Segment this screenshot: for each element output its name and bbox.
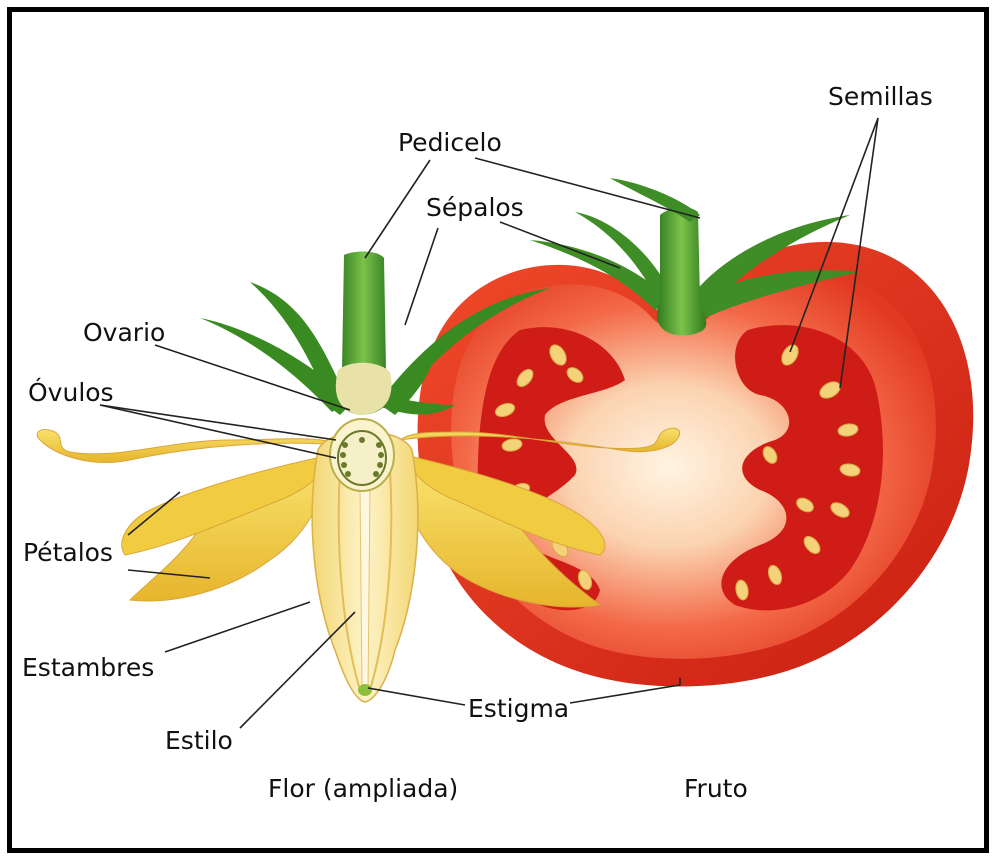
tomato-pedicel [657, 207, 706, 335]
label-estambres: Estambres [22, 655, 154, 680]
tomato-stem-tip [610, 178, 700, 222]
caption-flower: Flor (ampliada) [268, 776, 458, 801]
caption-fruit: Fruto [684, 776, 748, 801]
label-estilo: Estilo [165, 728, 233, 753]
flower-style [360, 490, 370, 690]
label-pedicelo: Pedicelo [398, 130, 502, 155]
label-semillas: Semillas [828, 84, 933, 109]
label-estigma: Estigma [468, 696, 569, 721]
label-ovulos: Óvulos [28, 380, 114, 405]
label-ovario: Ovario [83, 320, 165, 345]
flower-stigma [358, 684, 372, 696]
label-sepalos: Sépalos [426, 195, 524, 220]
label-petalos: Pétalos [23, 540, 113, 565]
tomato-fruit [418, 178, 974, 686]
